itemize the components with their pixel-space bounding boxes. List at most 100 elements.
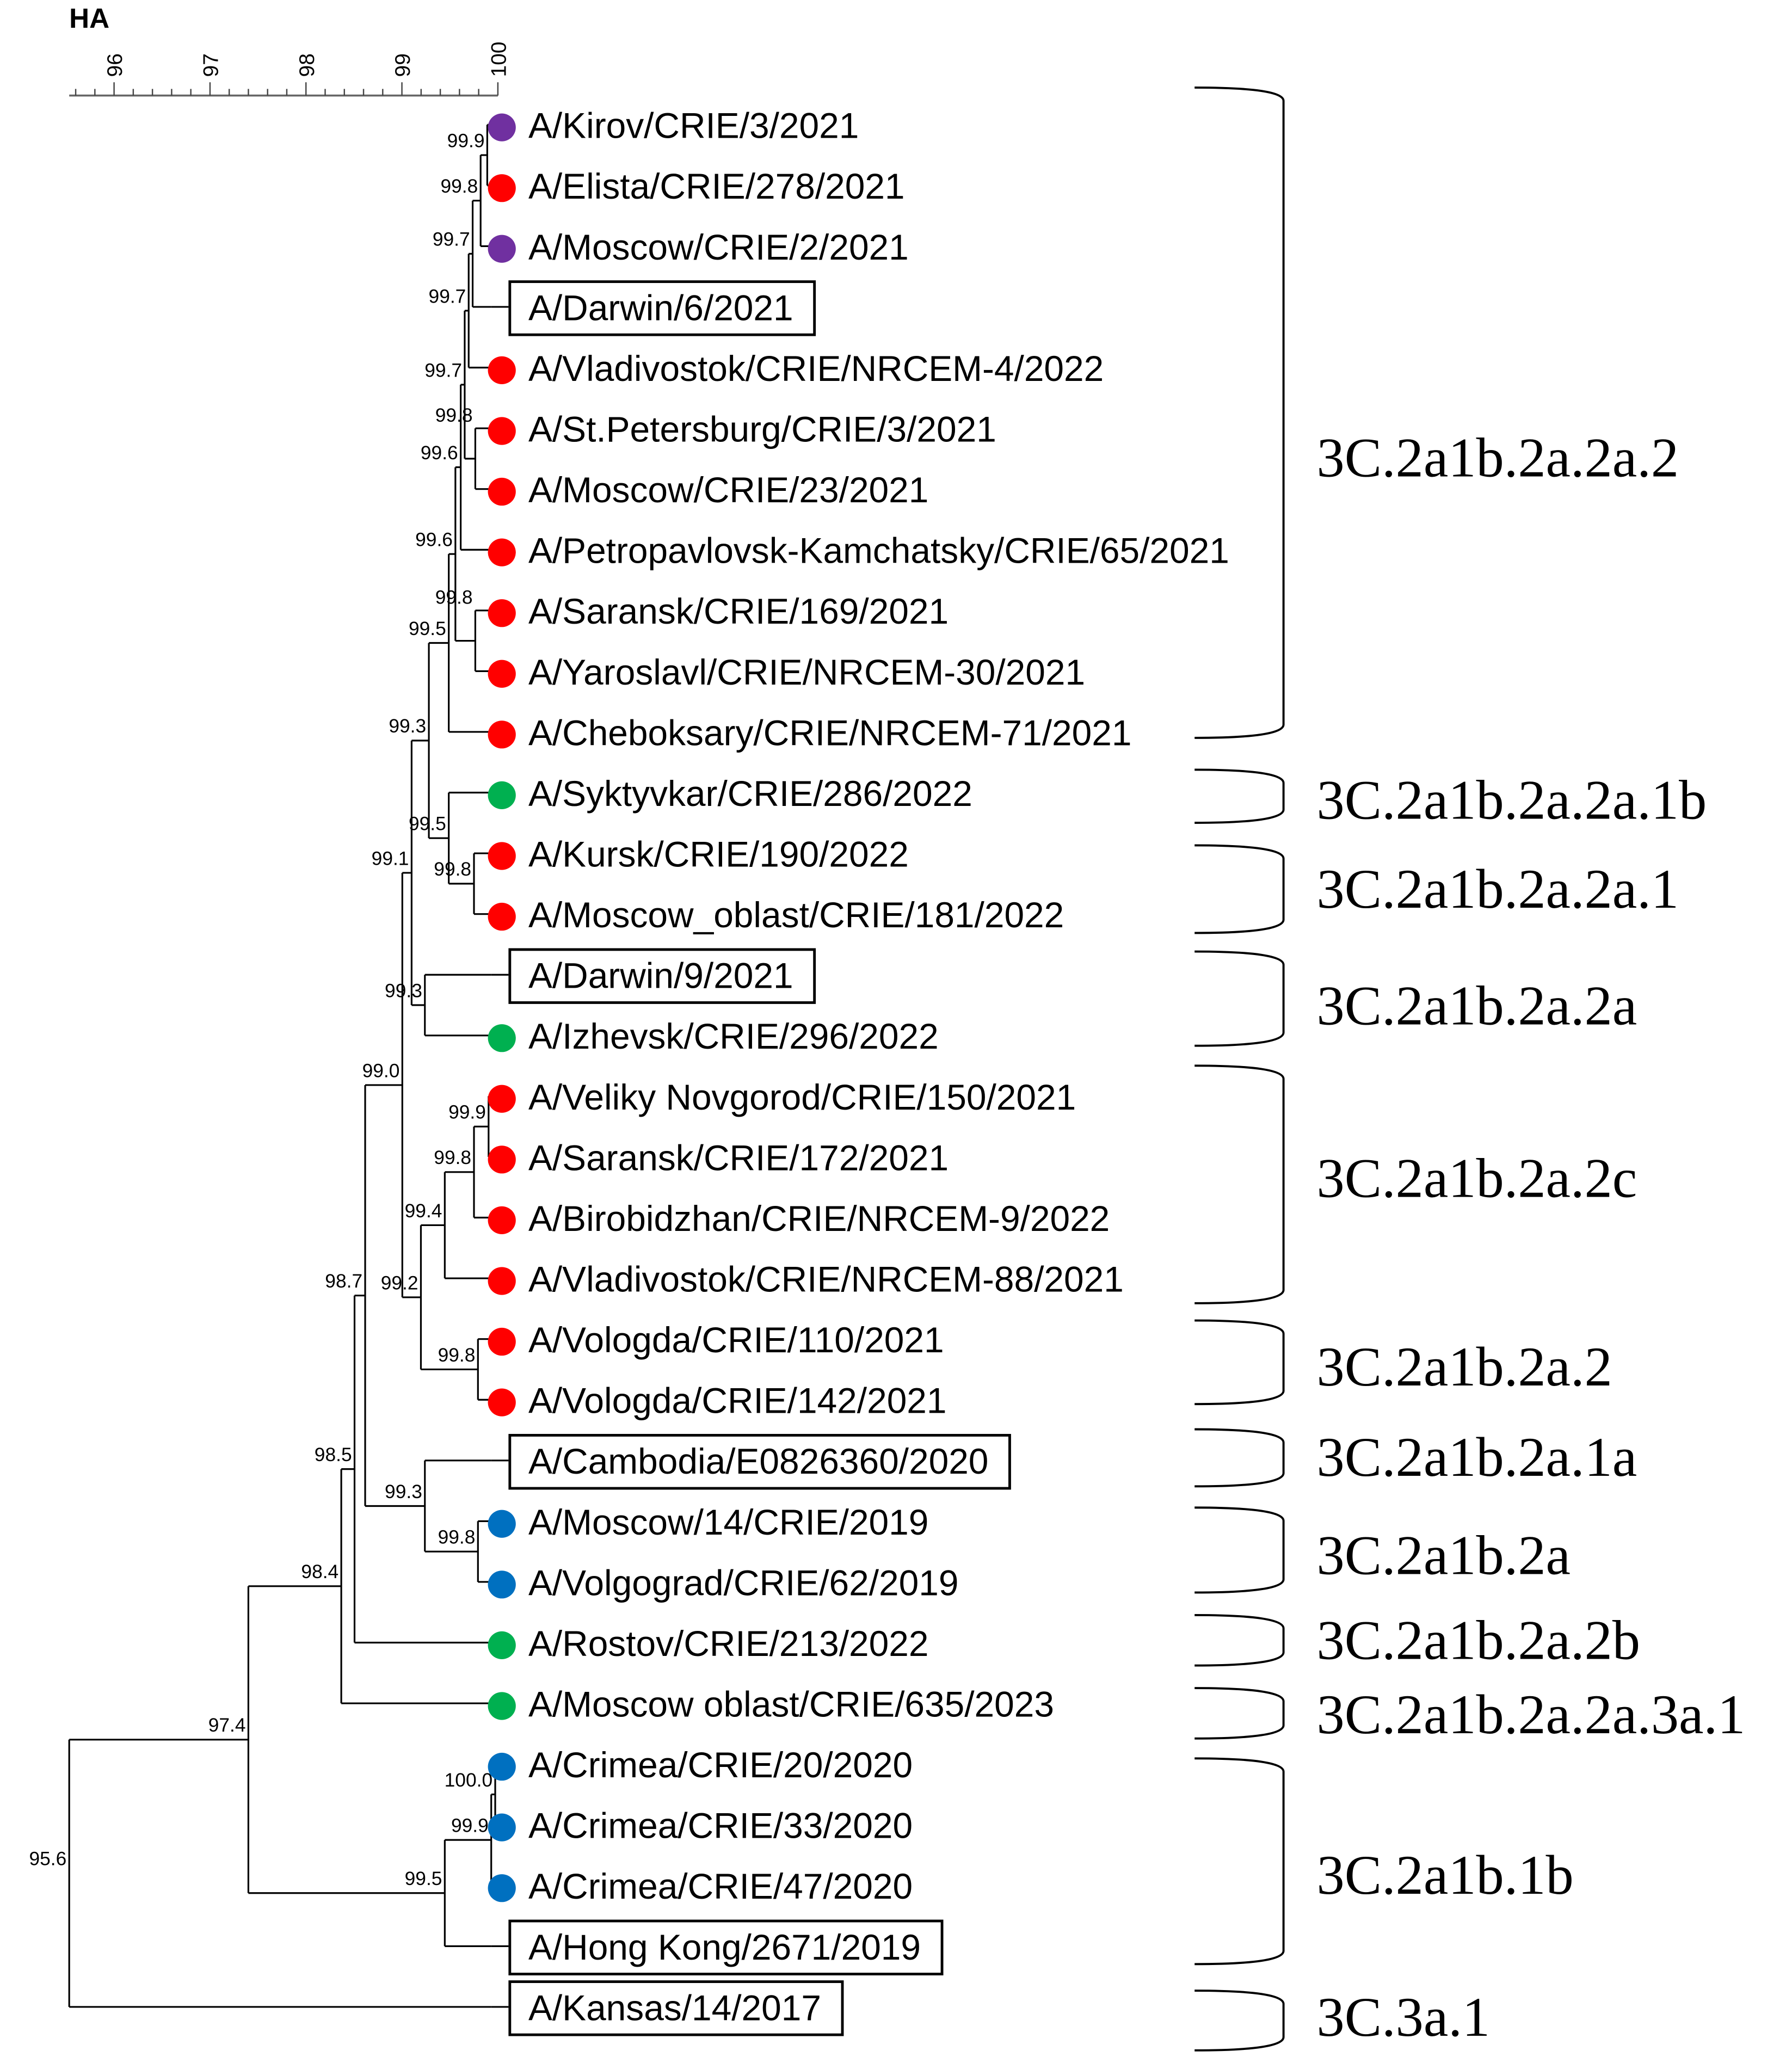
leaf-label: A/Saransk/CRIE/169/2021 bbox=[528, 591, 949, 631]
leaf-label: A/Vladivostok/CRIE/NRCEM-88/2021 bbox=[528, 1259, 1124, 1299]
red-dot-icon bbox=[488, 417, 516, 445]
leaf-sample: A/Moscow/CRIE/2/2021 bbox=[488, 227, 909, 267]
purple-dot-icon bbox=[488, 113, 516, 141]
support-value-label: 99.6 bbox=[415, 529, 453, 550]
leaf-reference: A/Darwin/9/2021 bbox=[491, 948, 816, 1004]
clade-group: 3C.2a1b.2a.1a bbox=[1194, 1427, 1637, 1488]
leaf-sample: A/Vologda/CRIE/110/2021 bbox=[488, 1320, 944, 1360]
leaf-label: A/St.Petersburg/CRIE/3/2021 bbox=[528, 409, 996, 449]
leaf-label: A/Izhevsk/CRIE/296/2022 bbox=[528, 1016, 939, 1056]
red-dot-icon bbox=[488, 660, 516, 688]
leaf-label: A/Saransk/CRIE/172/2021 bbox=[528, 1137, 949, 1178]
leaf-label: A/Yaroslavl/CRIE/NRCEM-30/2021 bbox=[528, 652, 1085, 692]
support-value-label: 97.4 bbox=[208, 1715, 246, 1736]
leaf-label: A/Kirov/CRIE/3/2021 bbox=[528, 106, 859, 146]
bracket bbox=[1194, 950, 1285, 1047]
leaf-sample: A/Birobidzhan/CRIE/NRCEM-9/2022 bbox=[488, 1198, 1110, 1239]
support-value-label: 99.1 bbox=[372, 848, 409, 869]
blue-dot-icon bbox=[488, 1571, 516, 1599]
blue-dot-icon bbox=[488, 1874, 516, 1902]
leaf-sample: A/Kursk/CRIE/190/2022 bbox=[488, 834, 909, 874]
red-dot-icon bbox=[488, 1145, 516, 1174]
leaf-sample: A/Volgograd/CRIE/62/2019 bbox=[488, 1562, 958, 1603]
support-value-label: 99.8 bbox=[435, 405, 473, 426]
leaf-label: A/Crimea/CRIE/33/2020 bbox=[528, 1806, 913, 1846]
support-value-label: 99.0 bbox=[362, 1060, 400, 1081]
leaf-label: A/Volgograd/CRIE/62/2019 bbox=[528, 1562, 958, 1603]
support-value-label: 100.0 bbox=[445, 1770, 493, 1791]
bracket bbox=[1194, 1757, 1285, 1966]
support-value-label: 95.6 bbox=[29, 1849, 66, 1870]
bracket bbox=[1194, 844, 1285, 934]
support-value-label: 98.4 bbox=[301, 1561, 338, 1582]
clade-group: 3C.2a1b.2a.2a.2 bbox=[1194, 87, 1679, 739]
bracket bbox=[1194, 87, 1285, 739]
leaf-sample: A/Cheboksary/CRIE/NRCEM-71/2021 bbox=[488, 712, 1132, 753]
purple-dot-icon bbox=[488, 235, 516, 263]
leaf-label: A/Vologda/CRIE/110/2021 bbox=[528, 1320, 944, 1360]
support-value-label: 99.8 bbox=[440, 176, 478, 197]
support-values: 99.999.899.799.799.899.799.699.899.699.5… bbox=[29, 130, 492, 1889]
support-value-label: 99.3 bbox=[389, 716, 426, 737]
leaf-reference: A/Darwin/6/2021 bbox=[491, 280, 816, 336]
clade-group: 3C.2a1b.2a.2a.1 bbox=[1194, 844, 1679, 934]
red-dot-icon bbox=[488, 1327, 516, 1356]
support-value-label: 98.5 bbox=[315, 1444, 352, 1465]
support-value-label: 99.3 bbox=[385, 980, 422, 1001]
leaf-label: A/Birobidzhan/CRIE/NRCEM-9/2022 bbox=[528, 1198, 1110, 1239]
support-value-label: 99.2 bbox=[381, 1272, 418, 1294]
support-value-label: 99.5 bbox=[409, 618, 446, 639]
axis-tick-label: 98 bbox=[295, 53, 319, 77]
leaf-sample: A/Petropavlovsk-Kamchatsky/CRIE/65/2021 bbox=[488, 531, 1229, 571]
leaf-sample: A/Vladivostok/CRIE/NRCEM-4/2022 bbox=[488, 348, 1104, 389]
support-value-label: 99.5 bbox=[405, 1868, 442, 1889]
support-value-label: 99.8 bbox=[434, 859, 471, 880]
reference-strain-box bbox=[508, 1919, 944, 1976]
green-dot-icon bbox=[488, 1024, 516, 1052]
bracket bbox=[1194, 1506, 1285, 1594]
red-dot-icon bbox=[488, 356, 516, 385]
leaf-sample: A/Saransk/CRIE/172/2021 bbox=[488, 1137, 949, 1178]
clade-label: 3C.2a1b.2a.2a.1 bbox=[1317, 859, 1679, 920]
leaf-reference: A/Hong Kong/2671/2019 bbox=[491, 1919, 944, 1976]
support-value-label: 99.7 bbox=[433, 229, 470, 250]
leaf-sample: A/Izhevsk/CRIE/296/2022 bbox=[488, 1016, 939, 1056]
leaf-sample: A/Moscow/14/CRIE/2019 bbox=[488, 1502, 928, 1542]
blue-dot-icon bbox=[488, 1510, 516, 1538]
clade-label: 3C.2a1b.2a.2a.3a.1 bbox=[1317, 1684, 1746, 1746]
leaf-label: A/Kansas/14/2017 bbox=[528, 1987, 821, 2028]
red-dot-icon bbox=[488, 1267, 516, 1295]
red-dot-icon bbox=[488, 902, 516, 931]
green-dot-icon bbox=[488, 781, 516, 810]
reference-strain-box bbox=[508, 1434, 1011, 1490]
support-value-label: 99.8 bbox=[438, 1345, 476, 1366]
leaf-label: A/Syktyvkar/CRIE/286/2022 bbox=[528, 773, 972, 814]
clade-group: 3C.2a1b.1b bbox=[1194, 1757, 1574, 1966]
leaf-sample: A/Moscow_oblast/CRIE/181/2022 bbox=[488, 895, 1064, 935]
bracket bbox=[1194, 1613, 1285, 1667]
leaf-sample: A/Rostov/CRIE/213/2022 bbox=[488, 1623, 928, 1664]
leaf-label: A/Vladivostok/CRIE/NRCEM-4/2022 bbox=[528, 348, 1104, 389]
clade-label: 3C.3a.1 bbox=[1317, 1987, 1491, 2048]
clade-group: 3C.2a1b.2a bbox=[1194, 1506, 1571, 1594]
leaf-sample: A/Saransk/CRIE/169/2021 bbox=[488, 591, 949, 631]
green-dot-icon bbox=[488, 1692, 516, 1720]
red-dot-icon bbox=[488, 1206, 516, 1234]
leaf-label: A/Crimea/CRIE/47/2020 bbox=[528, 1866, 913, 1906]
green-dot-icon bbox=[488, 1631, 516, 1659]
leaf-label: A/Moscow_oblast/CRIE/181/2022 bbox=[528, 895, 1064, 935]
leaf-sample: A/Syktyvkar/CRIE/286/2022 bbox=[488, 773, 972, 814]
leaf-label: A/Darwin/6/2021 bbox=[528, 287, 793, 328]
red-dot-icon bbox=[488, 1085, 516, 1113]
clade-label: 3C.2a1b.2a bbox=[1317, 1525, 1571, 1586]
support-value-label: 99.9 bbox=[451, 1815, 489, 1836]
leaf-label: A/Moscow oblast/CRIE/635/2023 bbox=[528, 1684, 1054, 1724]
leaf-sample: A/Veliky Novgorod/CRIE/150/2021 bbox=[488, 1077, 1076, 1117]
leaf-sample: A/Crimea/CRIE/20/2020 bbox=[488, 1745, 913, 1785]
support-value-label: 99.6 bbox=[421, 442, 458, 464]
axis-tick-label: 100 bbox=[488, 41, 511, 77]
leaf-sample: A/Moscow/CRIE/23/2021 bbox=[488, 470, 928, 510]
clade-label: 3C.2a1b.1b bbox=[1317, 1845, 1574, 1906]
